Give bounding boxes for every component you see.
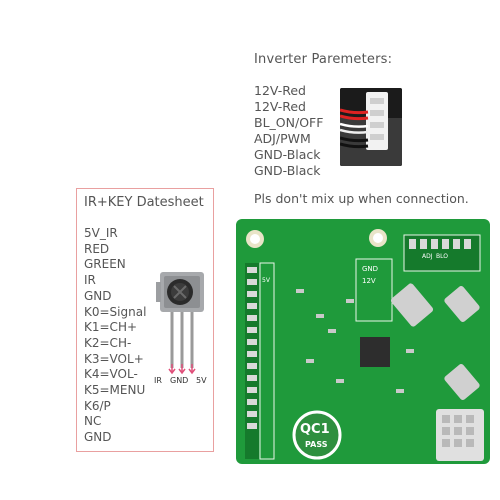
inverter-title: Inverter Paremeters: (254, 52, 393, 67)
board-label-5v: 5V (262, 277, 270, 284)
ir-key-item: K5=MENU (84, 383, 146, 398)
board-label-gnd: GND (362, 265, 379, 273)
ir-key-item: K1=CH+ (84, 320, 138, 335)
ir-key-item: K6/P (84, 398, 111, 413)
ir-key-list: 5V_IR RED GREEN IR GND K0=Signal K1=CH+ … (84, 226, 146, 446)
ir-key-item: GREEN (84, 257, 126, 272)
ir-key-item: IR (84, 273, 96, 288)
inverter-param-item: GND-Black (254, 163, 321, 178)
board-label-12v: 12V (362, 277, 376, 285)
board-label-bl: BLO (436, 253, 448, 260)
inverter-param-item: 12V-Red (254, 99, 306, 114)
inverter-param-item: ADJ/PWM (254, 131, 311, 146)
qc-badge-bottom: PASS (305, 440, 328, 449)
pin-label-5v: 5V (196, 376, 207, 385)
inverter-param-item: BL_ON/OFF (254, 115, 324, 130)
ir-key-item: NC (84, 414, 102, 429)
ir-key-item: GND (84, 288, 112, 303)
ir-key-item: K2=CH- (84, 335, 132, 350)
qc-badge-top: QC1 (300, 422, 330, 437)
connection-note: Pls don't mix up when connection. (254, 191, 469, 206)
ir-key-item: K3=VOL+ (84, 351, 144, 366)
ir-key-item: GND (84, 430, 112, 445)
pin-label-gnd: GND (170, 376, 189, 385)
pcb-board: QC1 PASS 12V GND ADJ BLO 5V (236, 219, 490, 464)
inverter-param-list: 12V-Red 12V-Red BL_ON/OFF ADJ/PWM GND-Bl… (254, 83, 323, 179)
inverter-param-item: 12V-Red (254, 83, 306, 98)
board-label-adj: ADJ (422, 253, 433, 260)
ir-key-item: 5V_IR (84, 226, 118, 240)
ir-receiver-sensor: IR GND 5V (150, 272, 220, 394)
ir-key-title: IR+KEY Datesheet (84, 195, 204, 210)
inverter-param-item: GND-Black (254, 147, 321, 162)
inverter-connector-photo (340, 88, 402, 166)
pin-label-ir: IR (154, 376, 162, 385)
ir-key-item: K0=Signal (84, 304, 147, 319)
ir-key-item: K4=VOL- (84, 367, 138, 382)
ir-key-item: RED (84, 241, 110, 256)
